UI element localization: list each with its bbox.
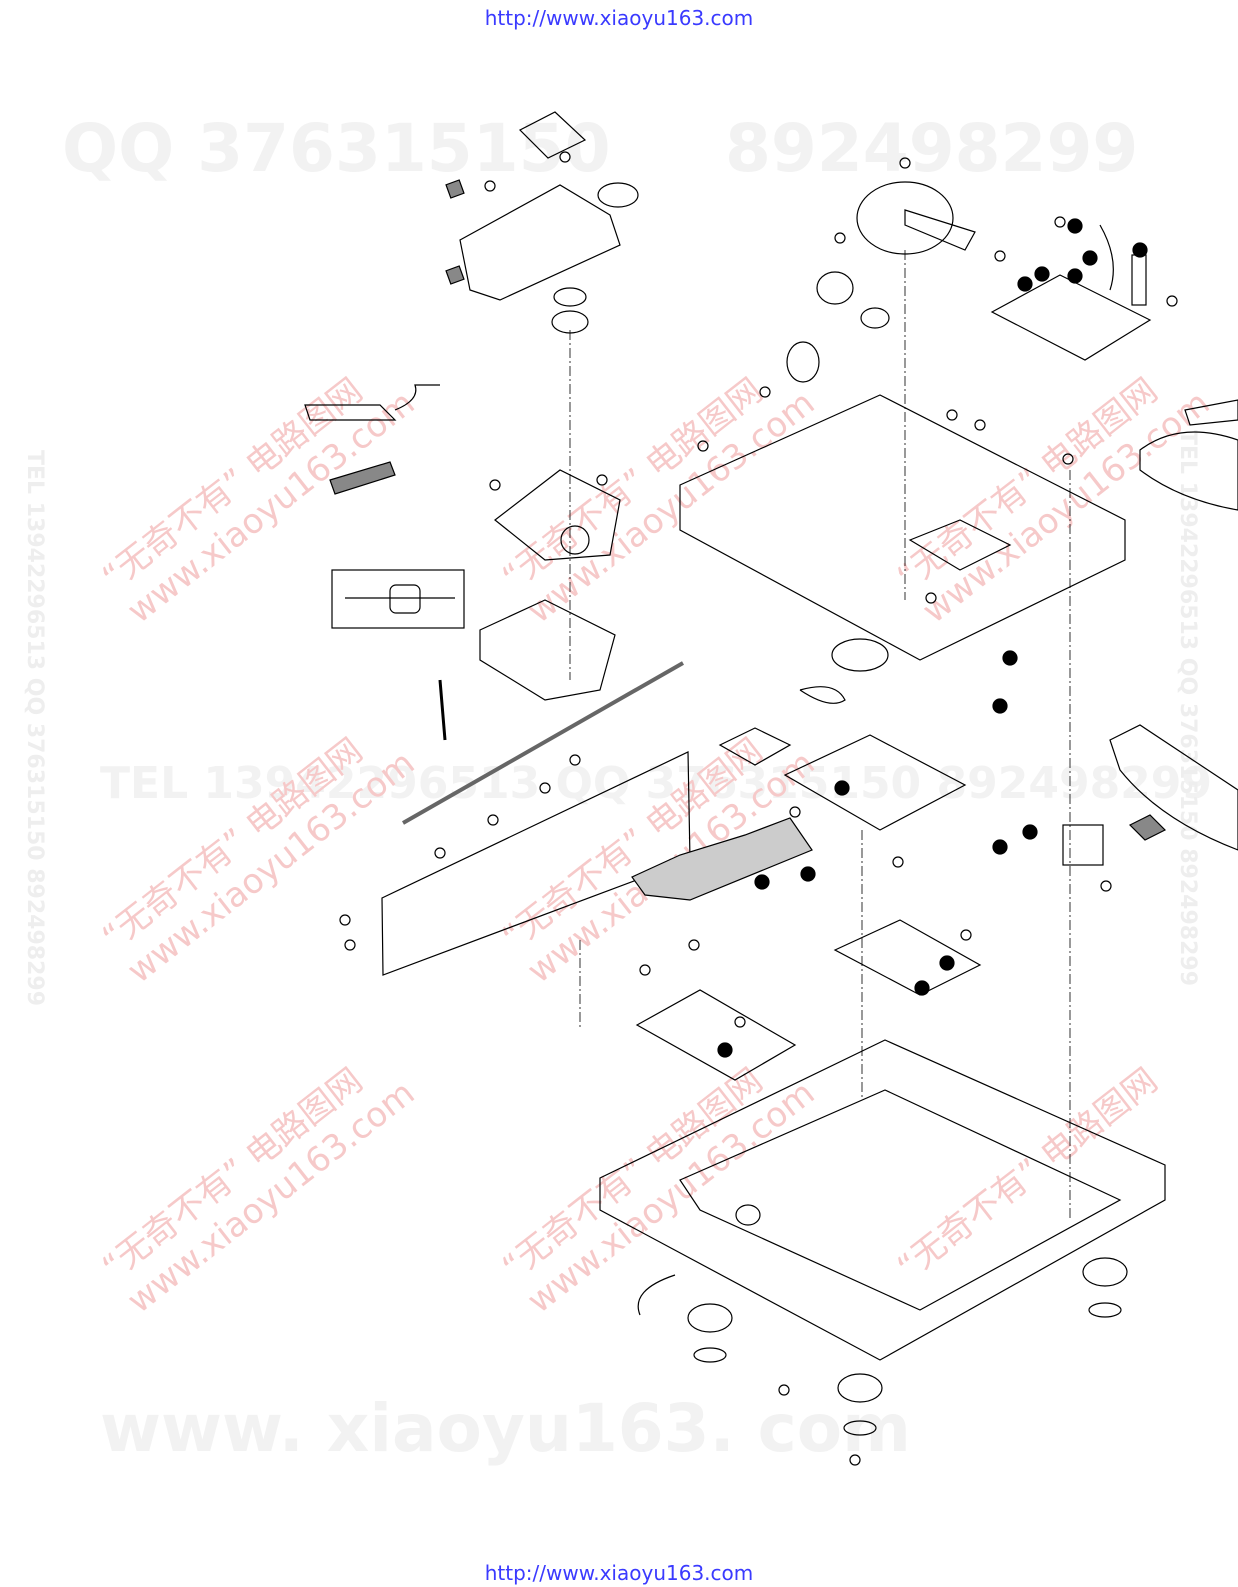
flex-cable — [304, 384, 440, 495]
jack-board — [631, 817, 813, 901]
spring — [438, 679, 447, 741]
pickup-mechanism — [331, 469, 621, 701]
bracket — [1062, 824, 1104, 866]
watermark-vertical-right: TEL 13942296513 QQ 376315150 892498299 — [1175, 430, 1200, 987]
watermark-bottom-site: www. xiaoyu163. com — [100, 1390, 911, 1467]
tonearm-base-bracket — [445, 111, 639, 334]
watermark-qq-left: QQ 376315150 — [62, 110, 611, 187]
dust-cover-part — [1139, 431, 1238, 511]
watermark-tel-line: TEL 13942296513 QQ 376315150 892498299 — [100, 758, 1213, 809]
control-board — [990, 274, 1152, 361]
callout-markers — [717, 218, 1148, 1058]
hook — [637, 1274, 676, 1316]
platter-gear — [786, 181, 976, 383]
switch-pcb — [833, 919, 982, 996]
watermark-vertical-left: TEL 13942296513 QQ 376315150 892498299 — [22, 450, 47, 1007]
rear-panel — [381, 751, 691, 976]
watermark-qq-right: 892498299 — [725, 110, 1139, 187]
foot — [687, 1257, 1128, 1436]
bottom-cabinet — [599, 1039, 1166, 1361]
leader-lines — [569, 250, 1071, 1220]
power-pcb — [635, 989, 797, 1081]
shaft-rod — [402, 661, 684, 825]
screw-icon — [339, 151, 1178, 1466]
footer-url[interactable]: http://www.xiaoyu163.com — [484, 1561, 754, 1585]
main-chassis — [679, 394, 1126, 661]
main-pcb — [783, 734, 967, 831]
header-url[interactable]: http://www.xiaoyu163.com — [484, 6, 754, 30]
